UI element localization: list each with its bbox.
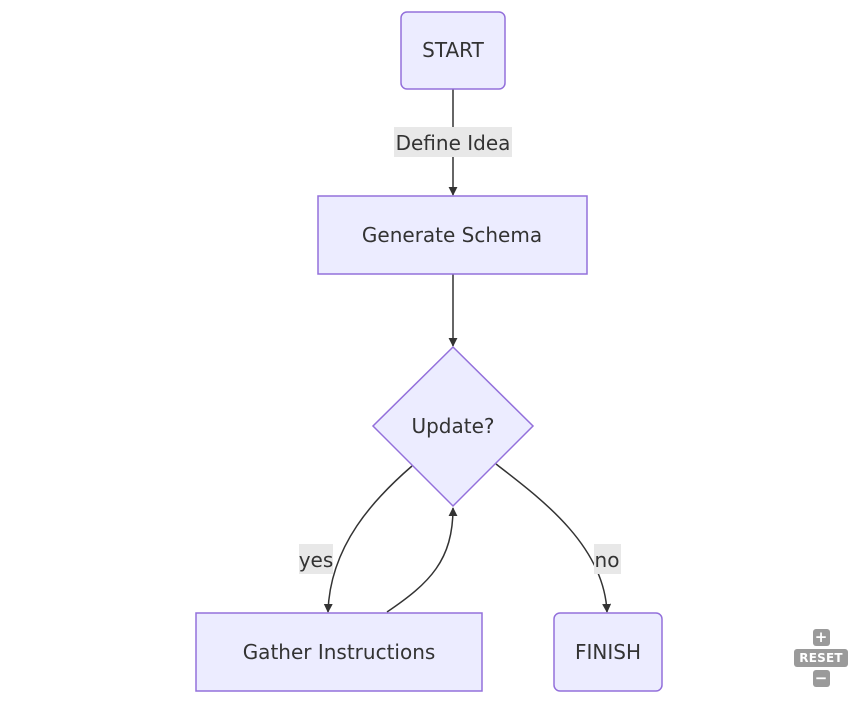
node-update-decision[interactable]	[371, 345, 535, 508]
edge-label-define-idea-bg	[394, 127, 512, 157]
edge-label-yes-bg	[299, 544, 333, 574]
node-generate-schema[interactable]	[317, 195, 588, 275]
node-start[interactable]	[400, 11, 506, 90]
node-finish-label: FINISH	[575, 640, 641, 664]
minus-icon: −	[814, 669, 828, 687]
edge-update-to-gather-instructions	[323, 465, 413, 613]
zoom-in-button[interactable]: +	[812, 628, 830, 646]
node-start-label: START	[422, 38, 484, 62]
edge-gather-instructions-to-update	[386, 507, 458, 613]
node-generate-schema-label: Generate Schema	[362, 223, 542, 247]
node-gather-instructions[interactable]	[195, 612, 483, 692]
node-finish[interactable]	[553, 612, 663, 692]
edge-label-no-bg	[594, 544, 621, 574]
node-update-label: Update?	[411, 414, 494, 438]
edge-update-to-finish	[495, 463, 612, 613]
edge-label-define-idea: Define Idea	[396, 131, 511, 155]
zoom-controls: + RESET −	[793, 629, 849, 687]
edge-label-no: no	[595, 548, 620, 572]
reset-button[interactable]: RESET	[794, 649, 848, 667]
edge-label-yes: yes	[299, 548, 334, 572]
zoom-out-button[interactable]: −	[812, 669, 830, 687]
plus-icon: +	[814, 628, 828, 646]
node-gather-instructions-label: Gather Instructions	[243, 640, 436, 664]
